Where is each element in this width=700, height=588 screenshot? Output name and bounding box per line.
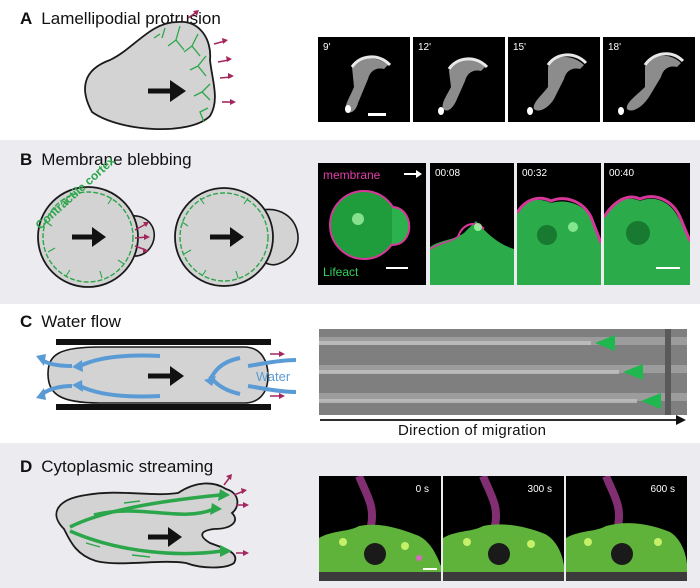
- blebbing-overview-frame: membrane Lifeact: [318, 163, 426, 285]
- timestamp-label: 12': [418, 42, 432, 53]
- lamellipodia-cell-diagram: [84, 10, 236, 130]
- migration-arrowhead: [168, 527, 182, 547]
- streaming-cell-body: [55, 482, 239, 569]
- timestamp-label: 0 s: [415, 484, 429, 495]
- cell-image: [517, 196, 601, 285]
- cell-image: [430, 221, 514, 285]
- streaming-frame-3: 600 s: [566, 476, 687, 581]
- cell-image: [329, 170, 422, 269]
- lamellipodia-frame-4: 18': [603, 37, 695, 122]
- panel-c-title: C Water flow: [20, 312, 121, 332]
- lamellipodia-frame-1: 9': [318, 37, 410, 122]
- cortex-filaments: [45, 197, 125, 279]
- contractile-cortex-ring: [42, 191, 134, 283]
- panel-d-title-text: Cytoplasmic streaming: [41, 457, 214, 476]
- streaming-back-flow: [85, 498, 191, 558]
- cell-front-marker: [623, 364, 643, 380]
- cytoplasmic-streaming-diagram: [55, 474, 249, 569]
- panel-c: C Water flow Water: [0, 304, 700, 440]
- migration-arrowhead: [92, 227, 106, 247]
- cell-front-marker: [641, 393, 661, 409]
- lamellipodia-frame-3: 15': [508, 37, 600, 122]
- channel-wall-top: [56, 339, 271, 345]
- water-label: Water: [256, 369, 291, 384]
- timestamp-label: 00:40: [609, 168, 635, 179]
- timestamp-label: 600 s: [650, 484, 675, 495]
- cell-front-marker: [595, 335, 615, 351]
- cell-image: [319, 476, 441, 581]
- cell-image: [618, 52, 685, 115]
- panel-b-title-text: Membrane blebbing: [41, 150, 192, 169]
- water-flow-diagram: Water: [36, 339, 297, 410]
- bleb-pressure-arrows: [134, 222, 150, 253]
- timestamp-label: 15': [513, 42, 527, 53]
- cell-image: [566, 476, 687, 581]
- cell-image: [438, 57, 489, 115]
- timestamp-label: 18': [608, 42, 622, 53]
- migration-direction-axis: [320, 415, 686, 425]
- water-arrowheads: [36, 354, 216, 400]
- panel-d-title: D Cytoplasmic streaming: [20, 457, 213, 477]
- protrusion-arrows: [223, 474, 249, 556]
- migration-arrowhead: [170, 366, 184, 386]
- actin-network: [153, 25, 211, 123]
- streaming-arrowheads: [210, 489, 232, 557]
- timestamp-label: 00:08: [435, 168, 461, 179]
- membrane-channel-label: membrane: [323, 168, 381, 182]
- lamellipodia-frame-2: 12': [413, 37, 505, 122]
- streaming-flow-lines: [69, 493, 223, 556]
- kymograph-image: [319, 329, 687, 415]
- cell-image: [604, 195, 690, 285]
- cell-image: [527, 53, 588, 115]
- blebbing-frame-2: 00:32: [517, 163, 601, 285]
- panel-b-title: B Membrane blebbing: [20, 150, 192, 170]
- timestamp-label: 300 s: [527, 484, 552, 495]
- blebbing-frame-1: 00:08: [430, 163, 514, 285]
- panel-d-letter: D: [20, 457, 33, 476]
- timestamp-label: 9': [323, 42, 331, 53]
- cell-image: [443, 476, 564, 581]
- cell-image: [345, 55, 392, 116]
- lifeact-channel-label: Lifeact: [323, 265, 359, 279]
- streaming-frame-2: 300 s: [443, 476, 564, 581]
- panel-a-letter: A: [20, 9, 33, 28]
- kymograph-tracks: [319, 329, 687, 415]
- panel-c-title-text: Water flow: [41, 312, 121, 331]
- timestamp-label: 00:32: [522, 168, 548, 179]
- blebbing-diagram: Contractile cortex: [33, 153, 299, 288]
- streaming-frame-1: 0 s: [319, 476, 441, 581]
- direction-label: Direction of migration: [398, 422, 547, 439]
- protrusion-arrows: [187, 10, 236, 105]
- panel-b-letter: B: [20, 150, 33, 169]
- blebbing-frame-3: 00:40: [604, 163, 690, 285]
- water-efflux-arrows: [270, 351, 285, 399]
- panel-c-letter: C: [20, 312, 33, 331]
- panel-d: D Cytoplasmic streaming: [0, 443, 700, 588]
- channel-wall-bottom: [56, 404, 271, 410]
- migration-arrowhead: [170, 80, 186, 102]
- panel-b: B Membrane blebbing Contractile cortex: [0, 140, 700, 304]
